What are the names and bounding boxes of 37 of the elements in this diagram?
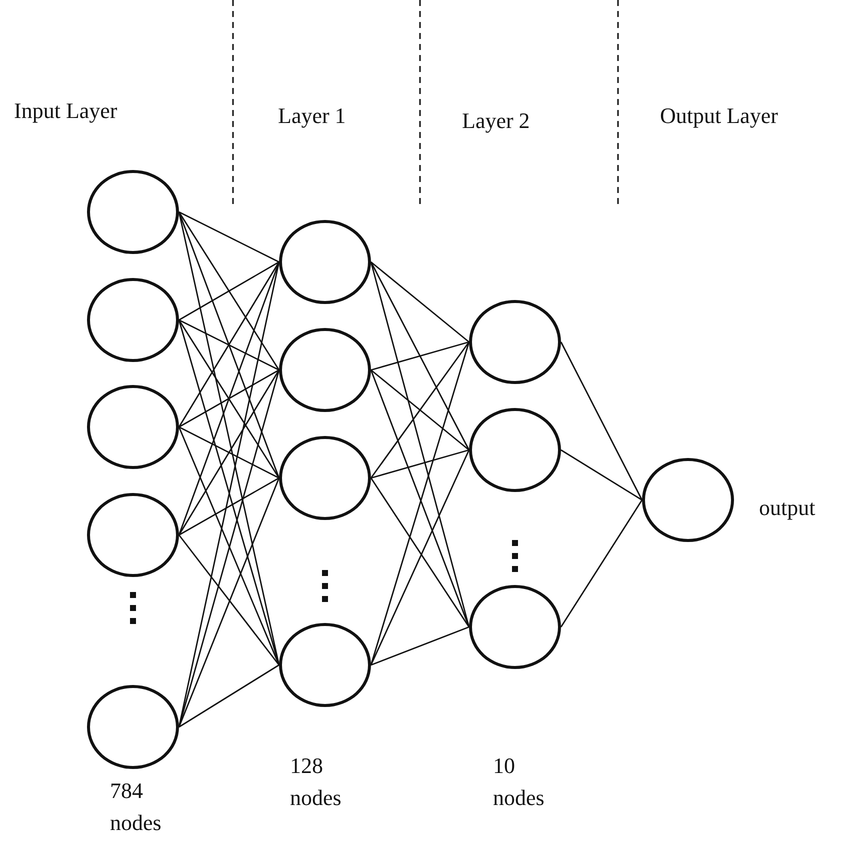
connection-line [178, 477, 280, 536]
connection-line [560, 342, 643, 500]
connection-line [560, 500, 643, 628]
connection-line [370, 450, 470, 666]
connection-line [178, 478, 280, 728]
connection-line [178, 426, 280, 479]
connection-line [370, 478, 470, 628]
connection-line [178, 370, 280, 536]
layer-label: Layer 1 [278, 102, 347, 130]
layer-label: Layer 2 [462, 107, 531, 135]
layer-label: 784 nodes [110, 777, 162, 837]
connection-line [560, 449, 642, 501]
connection-line [370, 369, 470, 451]
connection-line [178, 664, 280, 728]
layer-label: 10 nodes [493, 752, 546, 812]
connection-line [370, 342, 470, 666]
connection-line [370, 342, 470, 478]
layer-label: Output Layer [660, 102, 779, 130]
connection-line [178, 534, 280, 666]
connection-line [178, 261, 280, 321]
connection-line [178, 370, 280, 728]
connection-line [178, 212, 280, 370]
connection-line [370, 262, 470, 450]
connection-line [178, 369, 280, 428]
connection-line [370, 370, 470, 628]
connection-line [178, 426, 280, 666]
connection-line [370, 341, 470, 371]
connection-line [370, 449, 470, 479]
connection-line [178, 262, 280, 428]
connection-line [178, 320, 280, 478]
layer-label: 128 nodes [290, 752, 342, 812]
connection-line [370, 261, 470, 343]
layer-label: Input Layer [14, 97, 118, 125]
connection-line [178, 319, 280, 371]
connection-line [178, 211, 280, 263]
node-caption: output [759, 494, 816, 522]
connection-line [370, 626, 470, 666]
